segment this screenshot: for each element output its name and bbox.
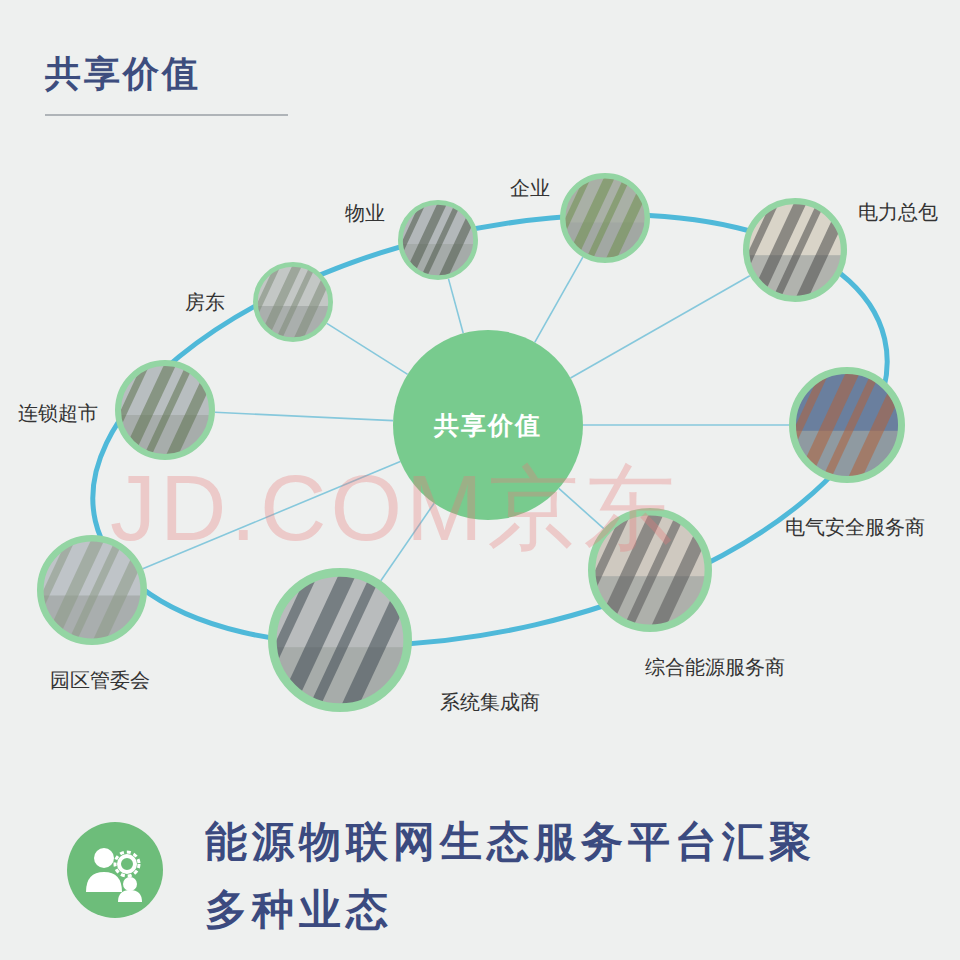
photo-circle-shape [588,508,712,632]
connector-line [381,503,434,580]
connector-line [559,488,604,528]
circle-border [592,512,709,629]
connector-line [535,257,583,342]
photo-circle-shape [37,535,147,645]
photo-circle-shape [268,568,412,712]
photo-fill [727,166,868,329]
partner-label: 系统集成商 [440,690,540,714]
center-circle: 共享价值 [393,330,583,520]
photo-circle-shape [115,360,215,460]
photo-fill [546,146,668,287]
partner-circle: 电力总包 [743,198,847,302]
photo-fill [20,502,169,675]
connector-line [448,279,463,334]
partner-label: 物业 [345,201,385,225]
partner-circle: 园区管委会 [37,535,147,645]
watermark: JD.COM京东 [110,462,679,554]
photo-fill [771,332,929,514]
partner-label: 综合能源服务商 [645,655,785,679]
people-icon [67,822,163,918]
ecosystem-ring [50,144,929,716]
photo-circle-shape [789,367,905,483]
circle-border [255,264,330,339]
circle-border [118,363,212,457]
partner-circle: 系统集成商 [268,568,412,712]
partner-label: 园区管委会 [50,668,150,692]
circle-border [40,538,143,641]
partner-label: 电力总包 [858,200,938,224]
partner-label: 连锁超市 [18,401,98,425]
circle-border [746,201,844,299]
page-title: 共享价值 [45,50,201,99]
photo-fill [568,470,736,665]
partner-circle: 电气安全服务商 [789,367,905,483]
photo-circle-shape [398,200,478,280]
partner-circle: 综合能源服务商 [588,508,712,632]
connector-line [327,323,408,374]
partner-circle: 房东 [253,262,333,342]
partner-circle: 物业 [398,200,478,280]
partner-label: 电气安全服务商 [785,515,925,539]
photo-circle-shape [560,173,650,263]
photo-fill [385,176,494,302]
title-underline [45,114,288,116]
circle-border [272,572,407,707]
caption-text: 能源物联网生态服务平台汇聚 多种业态 [205,808,845,944]
photo-circle-shape [253,262,333,342]
connector-line [143,462,401,569]
partner-label: 企业 [510,176,550,200]
connector-line [571,276,750,378]
center-label: 共享价值 [434,409,542,442]
partner-circle: 连锁超市 [115,360,215,460]
partner-label: 房东 [185,290,225,314]
photo-fill [245,524,441,750]
circle-border [563,176,648,261]
circle-border [400,202,475,277]
photo-fill [99,330,235,487]
connector-line [215,412,393,420]
photo-fill [240,238,349,364]
circle-fill [393,330,583,520]
photo-circle-shape [743,198,847,302]
connector-line [583,424,789,426]
circle-border [792,370,901,479]
partner-circle: 企业 [560,173,650,263]
